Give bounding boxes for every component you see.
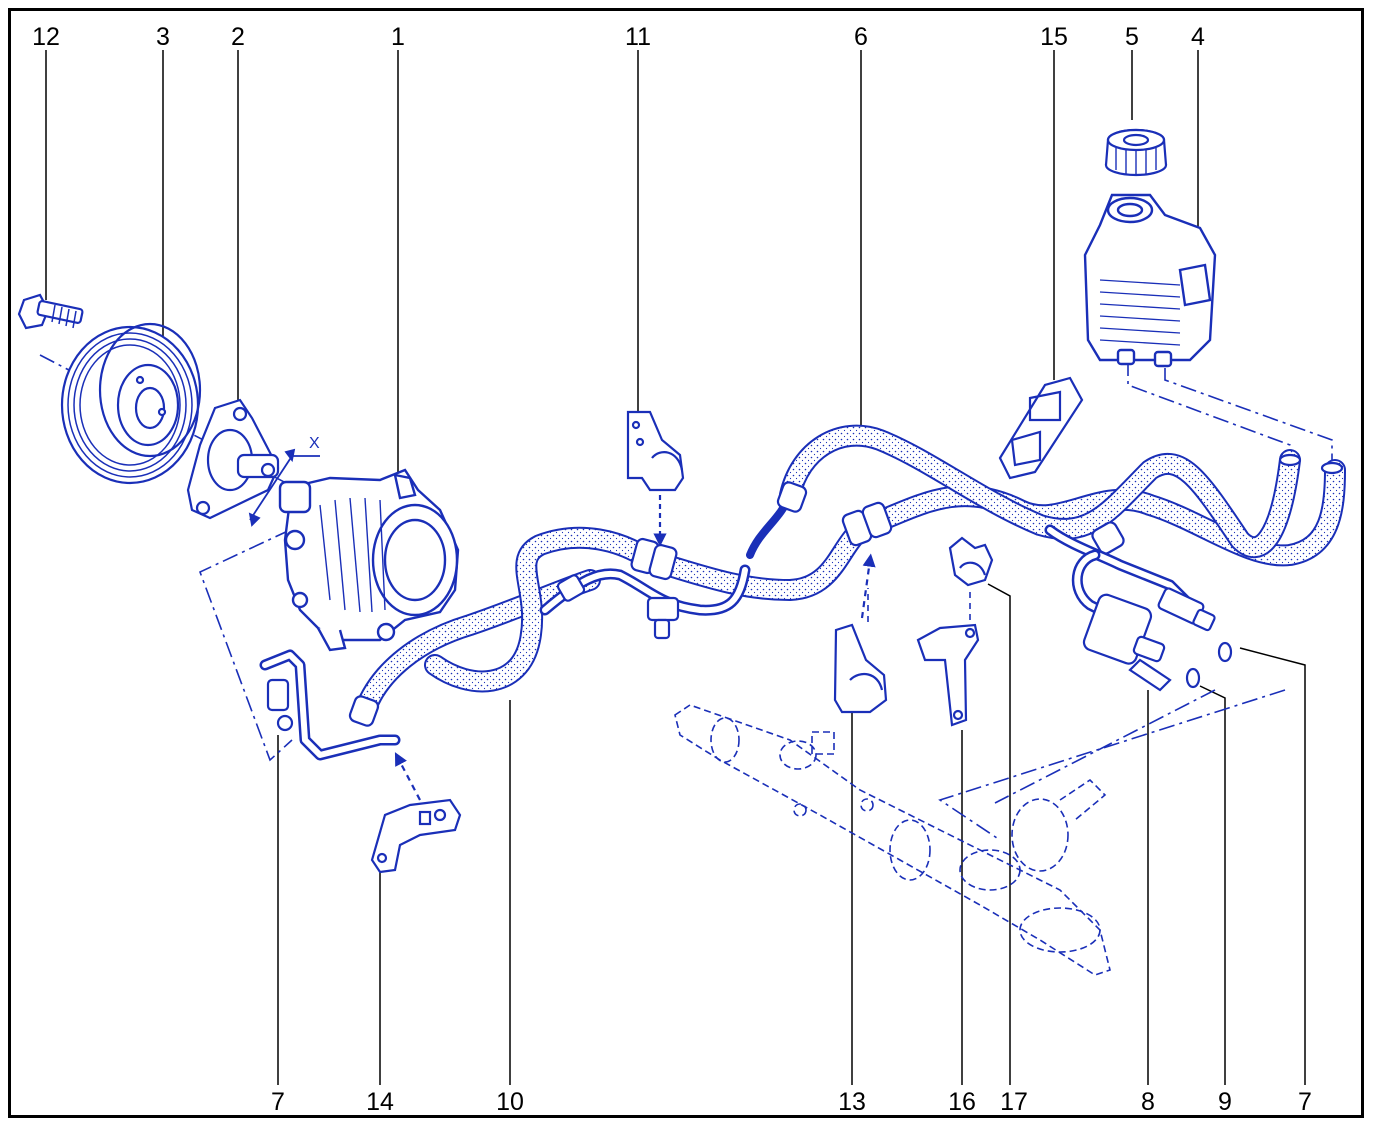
reservoir-4 bbox=[1083, 193, 1217, 368]
flange-2 bbox=[186, 398, 280, 520]
callout-3: 3 bbox=[156, 23, 170, 51]
callout-6: 6 bbox=[854, 23, 868, 51]
hose-ends bbox=[1278, 453, 1344, 475]
hoses bbox=[354, 424, 1346, 721]
callout-14: 14 bbox=[366, 1088, 394, 1116]
callout-13: 13 bbox=[838, 1088, 866, 1116]
reservoir-cap-5 bbox=[1104, 128, 1168, 177]
bolt-12 bbox=[17, 293, 84, 330]
power-steering-pump-1 bbox=[278, 468, 460, 652]
dimension-x-label: X bbox=[309, 435, 320, 452]
callout-7-right: 7 bbox=[1298, 1088, 1312, 1116]
callout-2: 2 bbox=[231, 23, 245, 51]
leader-lines bbox=[45, 50, 1306, 1085]
callout-1: 1 bbox=[391, 23, 405, 51]
fittings bbox=[266, 574, 1233, 732]
callout-9: 9 bbox=[1218, 1088, 1232, 1116]
clip-13 bbox=[833, 553, 888, 714]
callout-17: 17 bbox=[1000, 1088, 1028, 1116]
metal-lines bbox=[259, 524, 1196, 761]
hose-clamps bbox=[348, 481, 1125, 727]
callout-8: 8 bbox=[1141, 1088, 1155, 1116]
bracket-14 bbox=[370, 752, 462, 874]
callout-10: 10 bbox=[496, 1088, 524, 1116]
clip-11 bbox=[626, 410, 685, 547]
callout-12: 12 bbox=[32, 23, 60, 51]
callout-15: 15 bbox=[1040, 23, 1068, 51]
pulley-3 bbox=[60, 322, 202, 485]
callout-11: 11 bbox=[625, 23, 651, 51]
clamp-15 bbox=[998, 376, 1084, 480]
bracket-16 bbox=[916, 623, 980, 727]
callout-5: 5 bbox=[1125, 23, 1139, 51]
callout-16: 16 bbox=[948, 1088, 976, 1116]
steering-rack bbox=[674, 704, 1111, 976]
callout-4: 4 bbox=[1191, 23, 1205, 51]
callout-7-left: 7 bbox=[271, 1088, 285, 1116]
clip-17 bbox=[948, 536, 994, 587]
dimension-x bbox=[248, 448, 320, 527]
